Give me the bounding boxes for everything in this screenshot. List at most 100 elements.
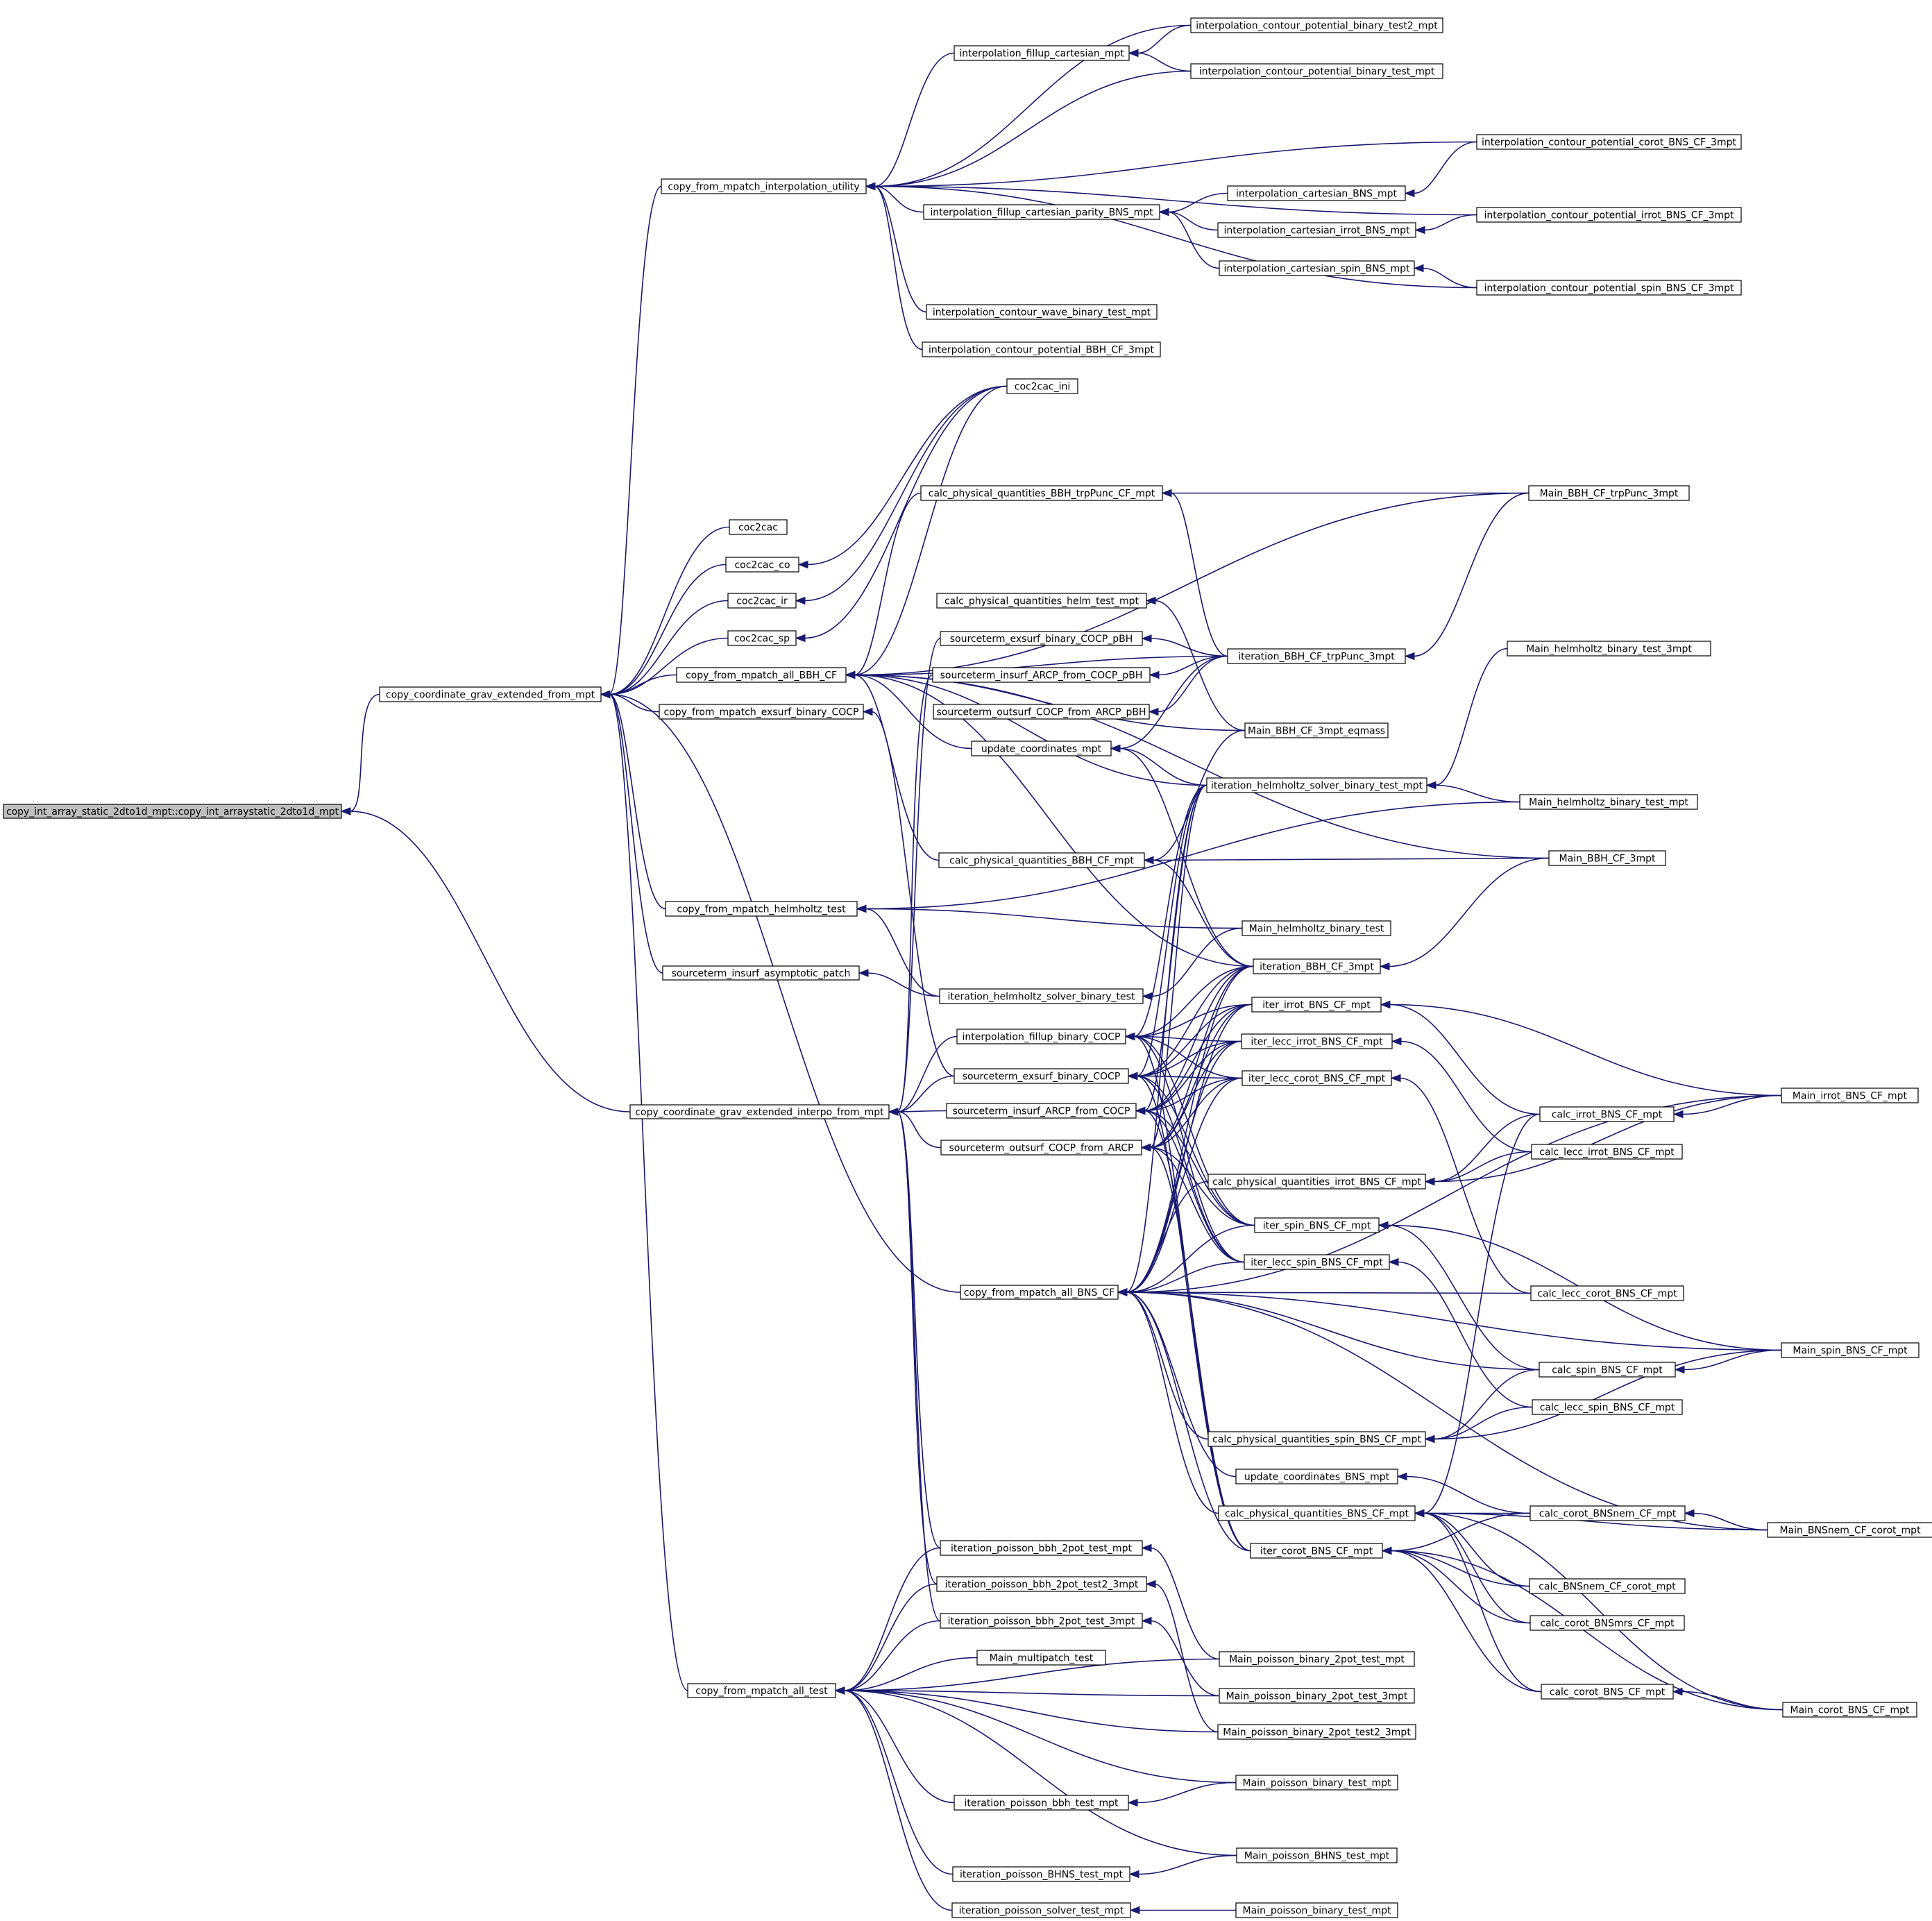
node-main-poisson-binary-2pot-test-3mpt[interactable]: Main_poisson_binary_2pot_test_3mpt: [1219, 1688, 1415, 1704]
node-iteration-poisson-bbh-2pot-test2-3mpt[interactable]: iteration_poisson_bbh_2pot_test2_3mpt: [936, 1576, 1147, 1592]
edge-n1-n6: [609, 600, 729, 695]
node-iteration-poisson-bhns-test-mpt[interactable]: iteration_poisson_BHNS_test_mpt: [952, 1866, 1130, 1882]
node-interpolation-fillup-binary-cocp[interactable]: interpolation_fillup_binary_COCP: [956, 1029, 1126, 1044]
edge-n61-n60: [1433, 1406, 1533, 1440]
edge-n13-n59: [1126, 1292, 1540, 1371]
node-iteration-poisson-solver-test-mpt[interactable]: iteration_poisson_solver_test_mpt: [951, 1902, 1131, 1918]
node-calc-lecc-irrot-bns-cf-mpt[interactable]: calc_lecc_irrot_BNS_CF_mpt: [1531, 1144, 1683, 1160]
node-coc2cac-sp[interactable]: coc2cac_sp: [727, 630, 797, 646]
node-interpolation-fillup-cartesian-parity-bns-mpt[interactable]: interpolation_fillup_cartesian_parity_BN…: [923, 204, 1160, 220]
node-interpolation-contour-potential-spin-bns-cf-3mpt[interactable]: interpolation_contour_potential_spin_BNS…: [1476, 280, 1742, 296]
node-copy-coordinate-grav-extended-interpo-from-mpt[interactable]: copy_coordinate_grav_extended_interpo_fr…: [629, 1104, 890, 1119]
node-main-corot-bns-cf-mpt[interactable]: Main_corot_BNS_CF_mpt: [1782, 1702, 1917, 1718]
node-calc-physical-quantities-spin-bns-cf-mpt[interactable]: calc_physical_quantities_spin_BNS_CF_mpt: [1208, 1431, 1426, 1447]
node-iter-lecc-irrot-bns-cf-mpt[interactable]: iter_lecc_irrot_BNS_CF_mpt: [1241, 1033, 1393, 1049]
node-sourceterm-exsurf-binary-cocp[interactable]: sourceterm_exsurf_binary_COCP: [954, 1068, 1129, 1084]
node-main-irrot-bns-cf-mpt[interactable]: Main_irrot_BNS_CF_mpt: [1781, 1088, 1919, 1103]
node-iteration-bbh-cf-trppunc-3mpt[interactable]: iteration_BBH_CF_trpPunc_3mpt: [1227, 648, 1406, 664]
node-iter-corot-bns-cf-mpt[interactable]: iter_corot_BNS_CF_mpt: [1250, 1543, 1383, 1559]
node-calc-bnsnem-cf-corot-mpt[interactable]: calc_BNSnem_CF_corot_mpt: [1529, 1578, 1686, 1594]
node-coc2cac-ir[interactable]: coc2cac_ir: [727, 593, 797, 609]
node-calc-physical-quantities-bbh-cf-mpt[interactable]: calc_physical_quantities_BBH_CF_mpt: [938, 852, 1145, 868]
node-main-helmholtz-binary-test-3mpt[interactable]: Main_helmholtz_binary_test_3mpt: [1507, 641, 1711, 657]
node-coc2cac-co[interactable]: coc2cac_co: [725, 557, 799, 573]
node-main-poisson-binary-test-mpt[interactable]: Main_poisson_binary_test_mpt: [1235, 1775, 1398, 1791]
node-main-poisson-binary-2pot-test2-3mpt[interactable]: Main_poisson_binary_2pot_test2_3mpt: [1217, 1724, 1416, 1740]
node-sourceterm-exsurf-binary-cocp-pbh[interactable]: sourceterm_exsurf_binary_COCP_pBH: [940, 631, 1143, 646]
node-copy-from-mpatch-all-bns-cf[interactable]: copy_from_mpatch_all_BNS_CF: [960, 1285, 1119, 1300]
node-iteration-helmholtz-solver-binary-test-mpt[interactable]: iteration_helmholtz_solver_binary_test_m…: [1206, 777, 1427, 793]
node-copy-from-mpatch-helmholtz-test[interactable]: copy_from_mpatch_helmholtz_test: [665, 901, 858, 917]
node-calc-physical-quantities-irrot-bns-cf-mpt[interactable]: calc_physical_quantities_irrot_BNS_CF_mp…: [1208, 1174, 1426, 1190]
node-main-bnsnem-cf-corot-mpt[interactable]: Main_BNSnem_CF_corot_mpt: [1767, 1522, 1932, 1538]
node-update-coordinates-bns-mpt[interactable]: update_coordinates_BNS_mpt: [1235, 1469, 1398, 1484]
node-interpolation-contour-potential-binary-test2-mpt[interactable]: interpolation_contour_potential_binary_t…: [1190, 17, 1443, 33]
node-box: [687, 1683, 836, 1698]
node-sourceterm-insurf-arcp-from-cocp[interactable]: sourceterm_insurf_ARCP_from_COCP: [946, 1103, 1137, 1119]
node-main-bbh-cf-trppunc-3mpt[interactable]: Main_BBH_CF_trpPunc_3mpt: [1528, 485, 1690, 501]
node-calc-corot-bnsmrs-cf-mpt[interactable]: calc_corot_BNSmrs_CF_mpt: [1530, 1615, 1685, 1631]
node-iteration-poisson-bbh-test-mpt[interactable]: iteration_poisson_bbh_test_mpt: [954, 1795, 1129, 1811]
node-copy-from-mpatch-all-test[interactable]: copy_from_mpatch_all_test: [687, 1683, 836, 1698]
node-main-poisson-bhns-test-mpt[interactable]: Main_poisson_BHNS_test_mpt: [1236, 1847, 1398, 1863]
node-iter-irrot-bns-cf-mpt[interactable]: iter_irrot_BNS_CF_mpt: [1251, 997, 1382, 1013]
node-calc-physical-quantities-bns-cf-mpt[interactable]: calc_physical_quantities_BNS_CF_mpt: [1218, 1505, 1416, 1521]
edge-n8-n42: [854, 674, 1254, 967]
node-label: sourceterm_insurf_ARCP_from_COCP: [953, 1106, 1130, 1117]
node-label: Main_poisson_binary_2pot_test2_3mpt: [1223, 1727, 1411, 1738]
node-label: interpolation_fillup_cartesian_mpt: [959, 49, 1124, 60]
node-copy-int-array-static-2dto1d-mpt-copy-int-arraystatic-2dto1d-mpt[interactable]: copy_int_array_static_2dto1d_mpt::copy_i…: [3, 804, 342, 819]
node-main-spin-bns-cf-mpt[interactable]: Main_spin_BNS_CF_mpt: [1781, 1342, 1920, 1358]
node-iteration-helmholtz-solver-binary-test[interactable]: iteration_helmholtz_solver_binary_test: [939, 988, 1144, 1004]
node-main-poisson-binary-2pot-test-mpt[interactable]: Main_poisson_binary_2pot_test_mpt: [1219, 1651, 1415, 1667]
node-label: calc_physical_quantities_irrot_BNS_CF_mp…: [1212, 1177, 1421, 1188]
node-box: [662, 965, 860, 981]
node-main-helmholtz-binary-test[interactable]: Main_helmholtz_binary_test: [1242, 920, 1391, 936]
node-copy-coordinate-grav-extended-from-mpt[interactable]: copy_coordinate_grav_extended_from_mpt: [379, 686, 602, 702]
node-calc-lecc-spin-bns-cf-mpt[interactable]: calc_lecc_spin_BNS_CF_mpt: [1532, 1399, 1683, 1415]
node-iteration-poisson-bbh-2pot-test-mpt[interactable]: iteration_poisson_bbh_2pot_test_mpt: [940, 1540, 1143, 1556]
node-copy-from-mpatch-interpolation-utility[interactable]: copy_from_mpatch_interpolation_utility: [661, 178, 867, 194]
node-interpolation-cartesian-spin-bns-mpt[interactable]: interpolation_cartesian_spin_BNS_mpt: [1219, 260, 1415, 276]
node-sourceterm-insurf-arcp-from-cocp-pbh[interactable]: sourceterm_insurf_ARCP_from_COCP_pBH: [932, 667, 1151, 683]
node-main-bbh-cf-3mpt[interactable]: Main_BBH_CF_3mpt: [1548, 850, 1666, 866]
node-calc-physical-quantities-helm-test-mpt[interactable]: calc_physical_quantities_helm_test_mpt: [936, 593, 1147, 609]
node-calc-corot-bns-cf-mpt[interactable]: calc_corot_BNS_CF_mpt: [1541, 1684, 1674, 1700]
node-main-poisson-binary-test-mpt[interactable]: Main_poisson_binary_test_mpt: [1235, 1902, 1398, 1918]
node-coc2cac[interactable]: coc2cac: [729, 519, 788, 535]
node-sourceterm-outsurf-cocp-from-arcp-pbh[interactable]: sourceterm_outsurf_COCP_from_ARCP_pBH: [933, 704, 1150, 720]
node-interpolation-contour-potential-corot-bns-cf-3mpt[interactable]: interpolation_contour_potential_corot_BN…: [1476, 134, 1742, 150]
node-label: Main_spin_BNS_CF_mpt: [1793, 1346, 1908, 1357]
node-sourceterm-insurf-asymptotic-patch[interactable]: sourceterm_insurf_asymptotic_patch: [662, 965, 860, 981]
node-interpolation-fillup-cartesian-mpt[interactable]: interpolation_fillup_cartesian_mpt: [954, 45, 1130, 61]
node-interpolation-contour-wave-binary-test-mpt[interactable]: interpolation_contour_wave_binary_test_m…: [926, 304, 1158, 320]
node-interpolation-contour-potential-bbh-cf-3mpt[interactable]: interpolation_contour_potential_BBH_CF_3…: [922, 341, 1161, 357]
node-interpolation-contour-potential-binary-test-mpt[interactable]: interpolation_contour_potential_binary_t…: [1190, 63, 1443, 79]
node-main-bbh-cf-3mpt-eqmass[interactable]: Main_BBH_CF_3mpt_eqmass: [1244, 722, 1389, 738]
node-update-coordinates-mpt[interactable]: update_coordinates_mpt: [971, 741, 1112, 756]
node-calc-irrot-bns-cf-mpt[interactable]: calc_irrot_BNS_CF_mpt: [1539, 1106, 1675, 1122]
node-main-multipatch-test[interactable]: Main_multipatch_test: [976, 1650, 1106, 1666]
node-iteration-poisson-bbh-2pot-test-3mpt[interactable]: iteration_poisson_bbh_2pot_test_3mpt: [940, 1613, 1143, 1629]
node-copy-from-mpatch-all-bbh-cf[interactable]: copy_from_mpatch_all_BBH_CF: [676, 667, 847, 683]
node-interpolation-cartesian-bns-mpt[interactable]: interpolation_cartesian_BNS_mpt: [1227, 185, 1406, 201]
edge-n63-n67: [1423, 1512, 1530, 1587]
node-label: iteration_poisson_solver_test_mpt: [959, 1906, 1124, 1917]
node-main-helmholtz-binary-test-mpt[interactable]: Main_helmholtz_binary_test_mpt: [1519, 794, 1698, 810]
node-sourceterm-outsurf-cocp-from-arcp[interactable]: sourceterm_outsurf_COCP_from_ARCP: [940, 1140, 1142, 1156]
node-iter-spin-bns-cf-mpt[interactable]: iter_spin_BNS_CF_mpt: [1254, 1217, 1380, 1233]
node-iteration-bbh-cf-3mpt[interactable]: iteration_BBH_CF_3mpt: [1253, 958, 1381, 974]
node-label: calc_corot_BNSmrs_CF_mpt: [1540, 1618, 1675, 1630]
node-calc-spin-bns-cf-mpt[interactable]: calc_spin_BNS_CF_mpt: [1539, 1362, 1676, 1378]
node-coc2cac-ini[interactable]: coc2cac_ini: [1006, 378, 1078, 394]
node-copy-from-mpatch-exsurf-binary-cocp[interactable]: copy_from_mpatch_exsurf_binary_COCP: [659, 704, 864, 720]
node-calc-physical-quantities-bbh-trppunc-cf-mpt[interactable]: calc_physical_quantities_BBH_trpPunc_CF_…: [920, 485, 1163, 501]
node-calc-corot-bnsnem-cf-mpt[interactable]: calc_corot_BNSnem_CF_mpt: [1530, 1505, 1686, 1521]
node-calc-lecc-corot-bns-cf-mpt[interactable]: calc_lecc_corot_BNS_CF_mpt: [1530, 1285, 1684, 1301]
node-box: [1006, 378, 1078, 394]
node-iter-lecc-corot-bns-cf-mpt[interactable]: iter_lecc_corot_BNS_CF_mpt: [1242, 1070, 1392, 1086]
node-iter-lecc-spin-bns-cf-mpt[interactable]: iter_lecc_spin_BNS_CF_mpt: [1244, 1254, 1390, 1270]
node-interpolation-cartesian-irrot-bns-mpt[interactable]: interpolation_cartesian_irrot_BNS_mpt: [1217, 222, 1416, 238]
node-interpolation-contour-potential-irrot-bns-cf-3mpt[interactable]: interpolation_contour_potential_irrot_BN…: [1476, 207, 1742, 223]
edge-n48-n54: [1389, 1004, 1541, 1115]
